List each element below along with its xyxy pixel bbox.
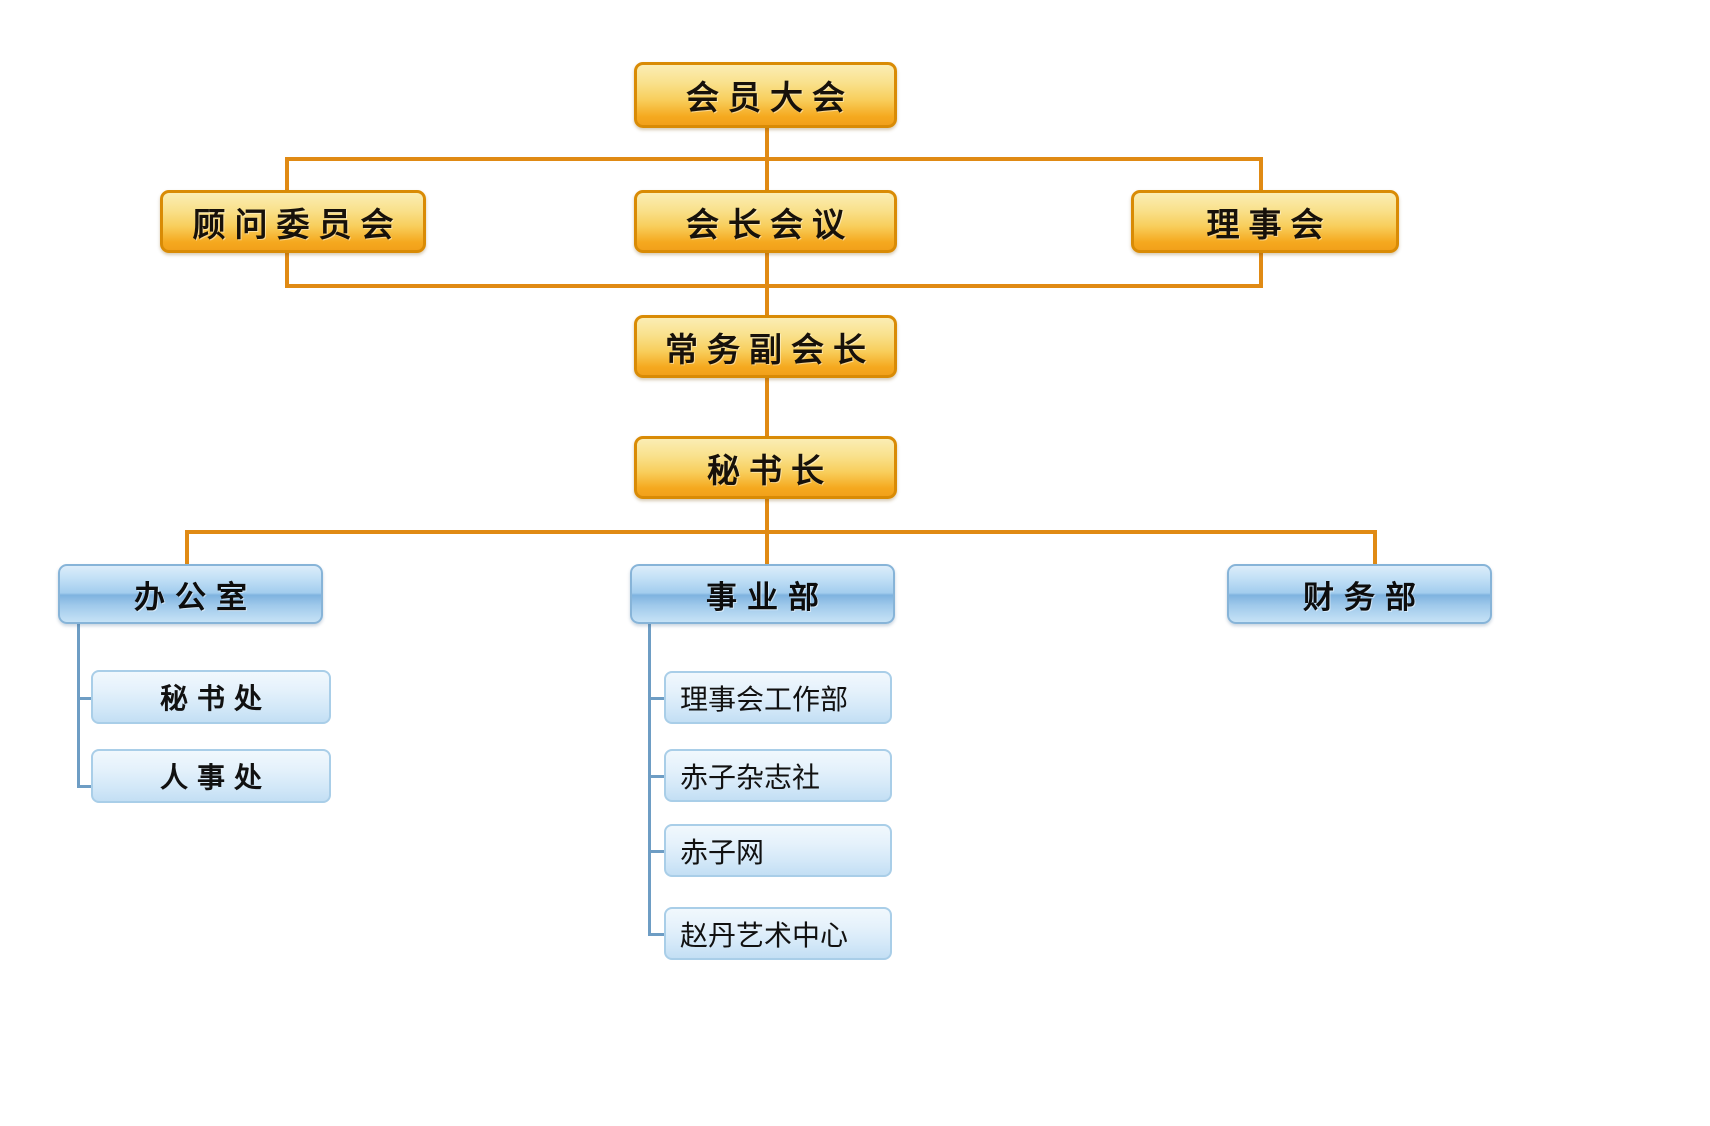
node-secretary-general[interactable]: 秘书长 xyxy=(634,436,897,499)
connector-root-down xyxy=(765,127,769,160)
node-department-finance[interactable]: 财务部 xyxy=(1227,564,1492,624)
connector-office-spine xyxy=(77,620,80,787)
connector-president-to-vice xyxy=(765,251,769,315)
connector-drop-office xyxy=(185,530,189,564)
connector-drop-finance xyxy=(1373,530,1377,564)
connector-office-stub-1 xyxy=(77,697,95,700)
node-zhaodan-art-center[interactable]: 赵丹艺术中心 xyxy=(664,907,892,960)
connector-vice-to-secretary xyxy=(765,377,769,437)
node-member-assembly[interactable]: 会员大会 xyxy=(634,62,897,128)
connector-bus-level2 xyxy=(285,157,1263,161)
connector-bus-level2-lower xyxy=(285,284,1263,288)
connector-rise-advisory xyxy=(285,251,289,287)
connector-office-stub-2 xyxy=(77,785,95,788)
node-advisory-committee[interactable]: 顾问委员会 xyxy=(160,190,426,253)
node-department-office[interactable]: 办公室 xyxy=(58,564,323,624)
node-council-work-dept[interactable]: 理事会工作部 xyxy=(664,671,892,724)
node-executive-vice-president[interactable]: 常务副会长 xyxy=(634,315,897,378)
connector-secretary-down xyxy=(765,498,769,532)
connector-business-stub-4 xyxy=(648,933,666,936)
node-council[interactable]: 理事会 xyxy=(1131,190,1399,253)
connector-bus-departments xyxy=(185,530,1377,534)
connector-drop-president-meeting xyxy=(765,157,769,191)
connector-drop-advisory xyxy=(285,157,289,191)
connector-business-stub-2 xyxy=(648,775,666,778)
connector-drop-business xyxy=(765,530,769,564)
connector-business-stub-3 xyxy=(648,850,666,853)
node-president-meeting[interactable]: 会长会议 xyxy=(634,190,897,253)
node-secretariat-office[interactable]: 秘书处 xyxy=(91,670,331,724)
node-chizi-magazine[interactable]: 赤子杂志社 xyxy=(664,749,892,802)
connector-rise-council xyxy=(1259,251,1263,287)
node-personnel-office[interactable]: 人事处 xyxy=(91,749,331,803)
connector-drop-council xyxy=(1259,157,1263,191)
connector-business-stub-1 xyxy=(648,697,666,700)
node-chizi-website[interactable]: 赤子网 xyxy=(664,824,892,877)
node-department-business[interactable]: 事业部 xyxy=(630,564,895,624)
